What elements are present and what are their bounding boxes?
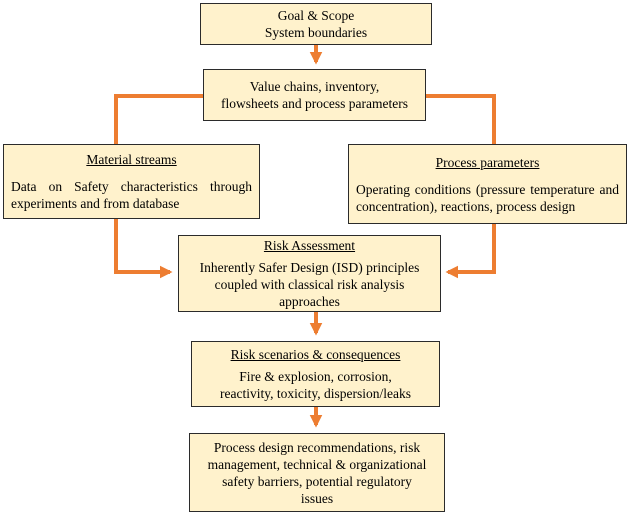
material-streams-box: Material streams Data on Safety characte… [3, 144, 260, 219]
arrow-value-to-material [114, 94, 205, 144]
risk-scenarios-line2: reactivity, toxicity, dispersion/leaks [220, 386, 411, 401]
recommendations-line2: management, technical & organizational [207, 456, 427, 472]
risk-assessment-box: Risk Assessment Inherently Safer Design … [178, 235, 441, 312]
arrow-value-to-process [426, 94, 496, 144]
goal-scope-line2: System boundaries [264, 25, 368, 40]
arrow-process-to-risk [445, 224, 496, 279]
recommendations-line1: Process design recommendations, risk [213, 439, 421, 455]
goal-scope-box: Goal & Scope System boundaries [200, 3, 432, 45]
value-chains-line1: Value chains, inventory, [249, 79, 380, 94]
goal-scope-line1: Goal & Scope [277, 8, 355, 23]
risk-scenarios-title: Risk scenarios & consequences [230, 347, 401, 362]
process-parameters-body: Operating conditions (pressure temperatu… [356, 181, 619, 214]
risk-assessment-title: Risk Assessment [263, 238, 356, 253]
value-chains-line2: flowsheets and process parameters [220, 96, 409, 111]
risk-assessment-line1: Inherently Safer Design (ISD) principles [199, 260, 420, 275]
material-streams-title: Material streams [86, 152, 177, 167]
risk-assessment-line2: coupled with classical risk analysis [214, 277, 405, 292]
process-parameters-box: Process parameters Operating conditions … [348, 144, 627, 224]
arrow-material-to-risk [114, 219, 173, 279]
material-streams-body: Data on Safety characteristics through e… [11, 179, 252, 211]
risk-scenarios-box: Risk scenarios & consequences Fire & exp… [191, 341, 440, 407]
value-chains-box: Value chains, inventory, flowsheets and … [203, 69, 426, 121]
recommendations-line3: safety barriers, potential regulatory [222, 473, 412, 489]
process-parameters-title: Process parameters [435, 154, 540, 170]
recommendations-line4: issues [300, 490, 334, 506]
risk-scenarios-line1: Fire & explosion, corrosion, [239, 369, 392, 384]
risk-assessment-line3: approaches [279, 294, 340, 309]
recommendations-box: Process design recommendations, risk man… [189, 433, 445, 512]
